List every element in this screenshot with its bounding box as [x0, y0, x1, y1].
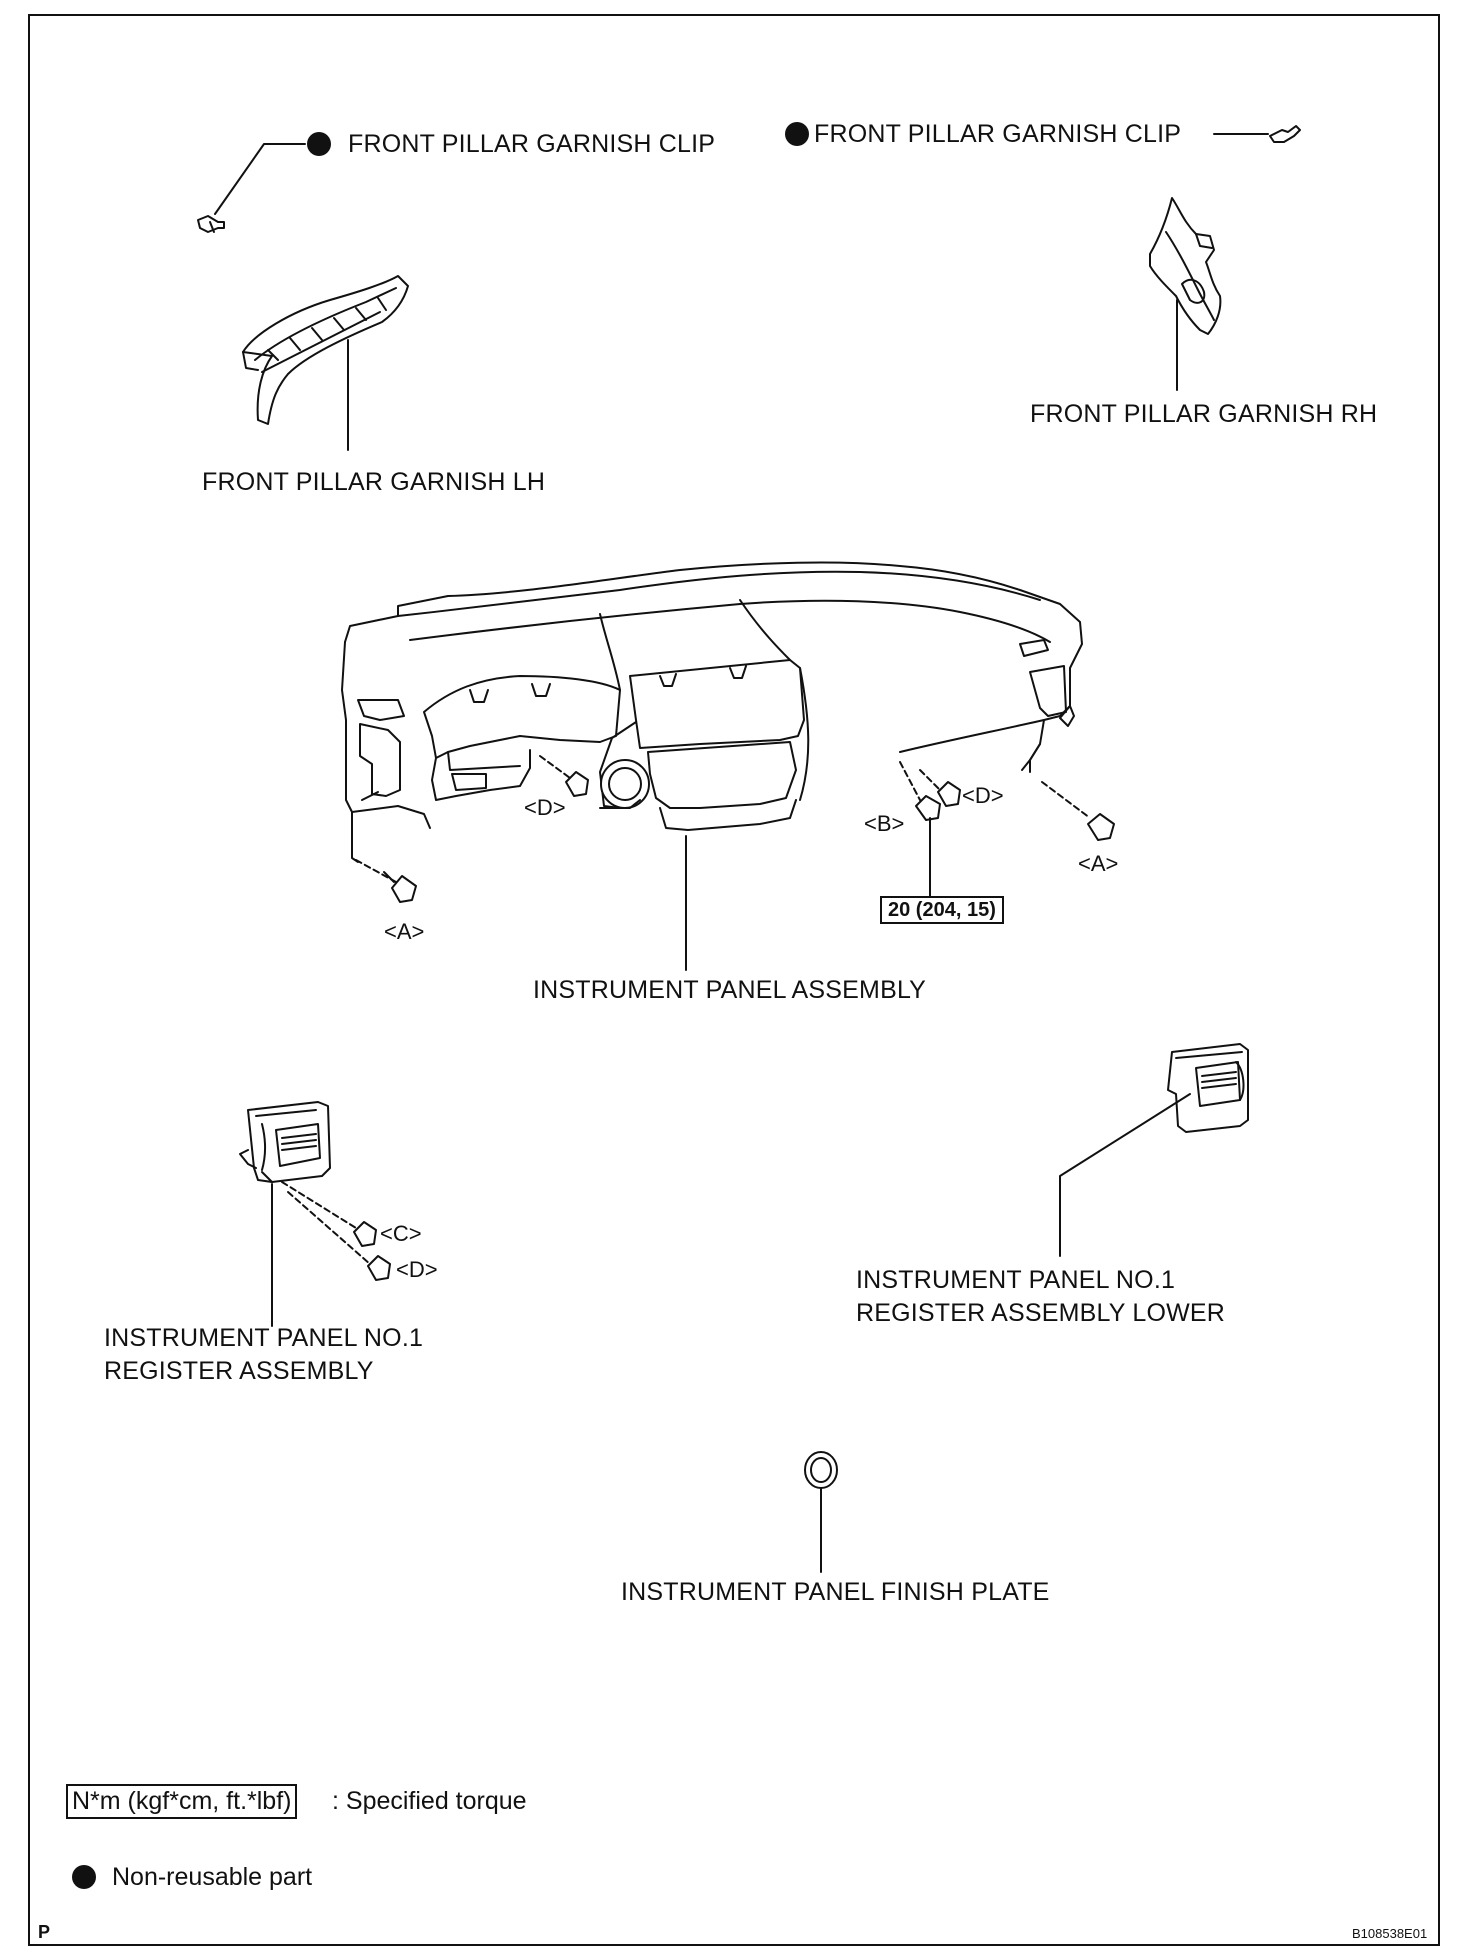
label-register-lower: INSTRUMENT PANEL NO.1 REGISTER ASSEMBLY … [856, 1266, 1226, 1327]
ref-b-right: <B> [864, 811, 905, 836]
nonreusable-marker-clip-lh-icon [307, 132, 331, 156]
label-register: INSTRUMENT PANEL NO.1 REGISTER ASSEMBLY [104, 1324, 424, 1385]
label-garnish-rh: FRONT PILLAR GARNISH RH [1030, 400, 1378, 428]
instrument-panel-shape [341, 561, 1083, 863]
nonreusable-marker-clip-rh-icon [785, 122, 809, 146]
garnish-lh-shape [242, 275, 409, 425]
register-lower-shape [1167, 1043, 1249, 1133]
footer-left-code: P [38, 1922, 51, 1942]
bolt-c-register-icon [281, 1181, 377, 1247]
bolt-b-right-icon [899, 761, 941, 821]
label-clip-lh: FRONT PILLAR GARNISH CLIP [348, 130, 716, 158]
clip-lh-icon [197, 143, 306, 233]
bolt-d-register-icon [287, 1191, 391, 1281]
diagram-frame [28, 14, 1440, 1946]
ref-a-left: <A> [384, 919, 425, 944]
label-garnish-lh: FRONT PILLAR GARNISH LH [202, 468, 546, 496]
label-finish-plate: INSTRUMENT PANEL FINISH PLATE [621, 1578, 1050, 1606]
register-shape [239, 1101, 331, 1183]
ref-d-register: <D> [396, 1257, 438, 1282]
bolt-d-right-icon [919, 769, 961, 807]
ref-c-register: <C> [380, 1221, 422, 1246]
bolt-a-left-icon [355, 859, 417, 903]
garnish-rh-shape [1149, 197, 1222, 335]
legend-torque-box: N*m (kgf*cm, ft.*lbf) [66, 1784, 298, 1819]
legend-torque-text: : Specified torque [332, 1787, 527, 1815]
clip-rh-icon [1213, 125, 1301, 143]
bolt-d-center-icon [539, 755, 589, 797]
register-lower-leader [1059, 1093, 1191, 1257]
ref-d-center: <D> [524, 795, 566, 820]
torque-spec: 20 (204, 15) [880, 896, 1004, 924]
finish-plate-shape [804, 1451, 838, 1489]
footer-right-code: B108538E01 [1352, 1926, 1428, 1941]
bolt-a-right-icon [1041, 781, 1115, 841]
legend-nonreusable-icon [72, 1865, 96, 1889]
label-clip-rh: FRONT PILLAR GARNISH CLIP [814, 120, 1182, 148]
legend-nonreusable-text: Non-reusable part [112, 1863, 313, 1891]
label-instrument-panel: INSTRUMENT PANEL ASSEMBLY [533, 976, 927, 1004]
ref-a-right: <A> [1078, 851, 1119, 876]
ref-d-right: <D> [962, 783, 1004, 808]
